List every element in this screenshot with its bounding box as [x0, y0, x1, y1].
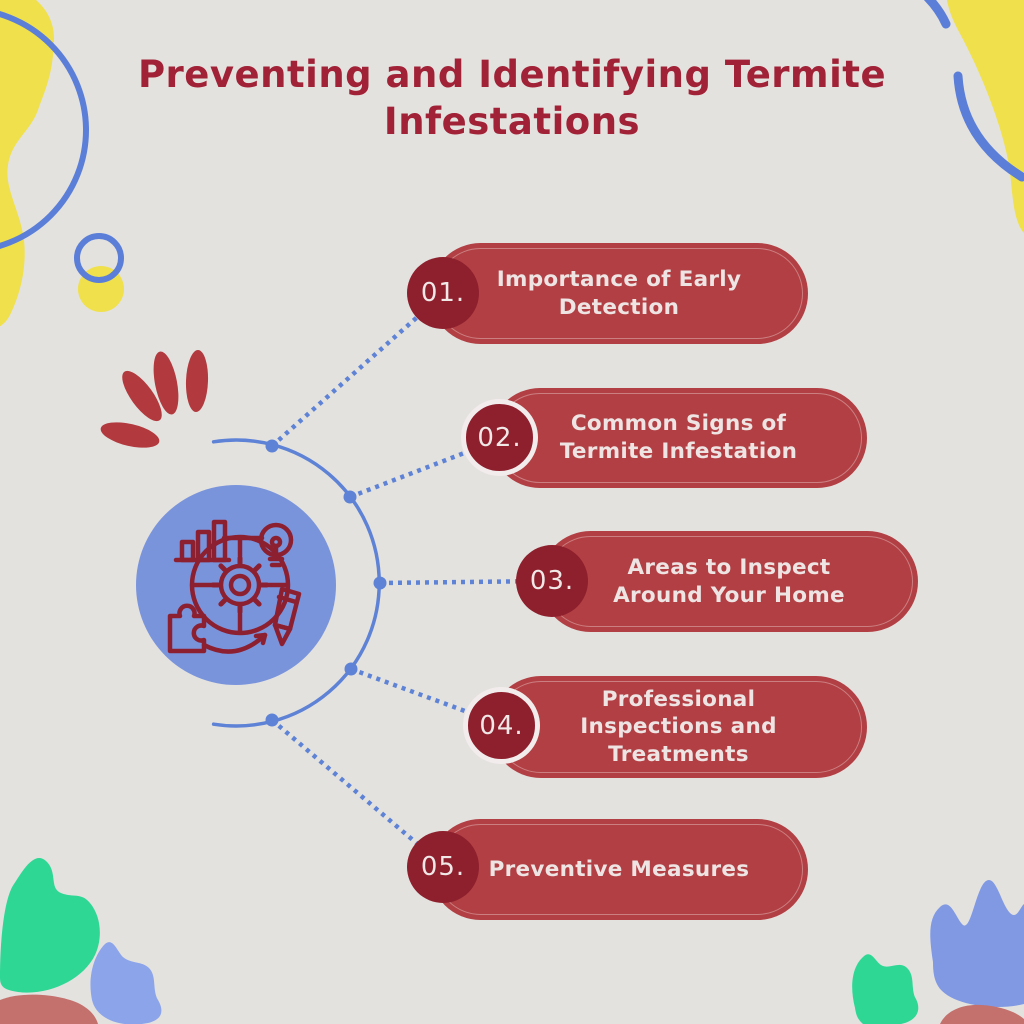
- connector-line: [379, 578, 551, 586]
- item-pill: Importance of Early Detection: [430, 243, 808, 344]
- deco-green-blob-bottom-left-icon: [0, 858, 100, 993]
- deco-yellow-blob-top-left-icon: [0, 0, 55, 327]
- deco-blue-arcs-top-right-icon: [923, 0, 1024, 182]
- item-pill: Professional Inspections and Treatments: [490, 676, 867, 778]
- connector-line: [270, 294, 443, 448]
- deco-red-fan-icon: [100, 350, 209, 448]
- deco-green-blob-bottom-right-icon: [852, 954, 919, 1024]
- item-pill: Common Signs of Termite Infestation: [490, 388, 867, 488]
- deco-red-blob-bottom-right-icon: [940, 1004, 1024, 1024]
- deco-blue-ring-icon: [74, 233, 124, 283]
- puzzle-glyph: [167, 603, 207, 654]
- connector-dot: [343, 490, 357, 504]
- deco-blue-crown-bottom-right-icon: [930, 879, 1024, 1007]
- item-number-badge: 04.: [463, 687, 540, 764]
- deco-yellow-blob-top-right-icon: [946, 0, 1024, 233]
- gear-glyph: [210, 555, 270, 615]
- item-number-badge: 02.: [461, 399, 538, 476]
- deco-blue-blob-bottom-left-icon: [90, 942, 162, 1024]
- connector-lines: [270, 294, 551, 866]
- item-number-badge: 05.: [407, 831, 479, 903]
- connector-line: [270, 718, 443, 866]
- item-pill: Preventive Measures: [430, 819, 808, 920]
- item-label: Professional Inspections and Treatments: [580, 686, 777, 767]
- item-label: Preventive Measures: [488, 856, 750, 882]
- page-title: Preventing and Identifying Termite Infes…: [137, 53, 887, 143]
- connector-dots: [265, 439, 387, 727]
- center-circle: [136, 485, 336, 685]
- deco-red-blob-bottom-left-icon: [0, 994, 98, 1024]
- pencil-glyph: [272, 586, 302, 647]
- connector-dot: [373, 576, 387, 590]
- item-number-badge: 01.: [407, 257, 479, 329]
- deco-blue-circle-outline-icon: [0, 11, 89, 249]
- strategy-icon: [167, 519, 302, 654]
- connector-dot: [344, 662, 358, 676]
- item-label: Importance of Early Detection: [496, 266, 742, 320]
- bar-chart-glyph: [173, 519, 232, 563]
- connector-dot: [265, 439, 279, 453]
- lightbulb-glyph: [258, 522, 294, 568]
- arrow-glyph: [201, 632, 268, 654]
- item-label: Common Signs of Termite Infestation: [559, 411, 798, 464]
- icon-spokes: [191, 535, 289, 634]
- item-pill: Areas to Inspect Around Your Home: [540, 531, 918, 632]
- item-label: Areas to Inspect Around Your Home: [613, 554, 845, 608]
- connector-dot: [265, 713, 279, 727]
- item-number-badge: 03.: [516, 545, 588, 617]
